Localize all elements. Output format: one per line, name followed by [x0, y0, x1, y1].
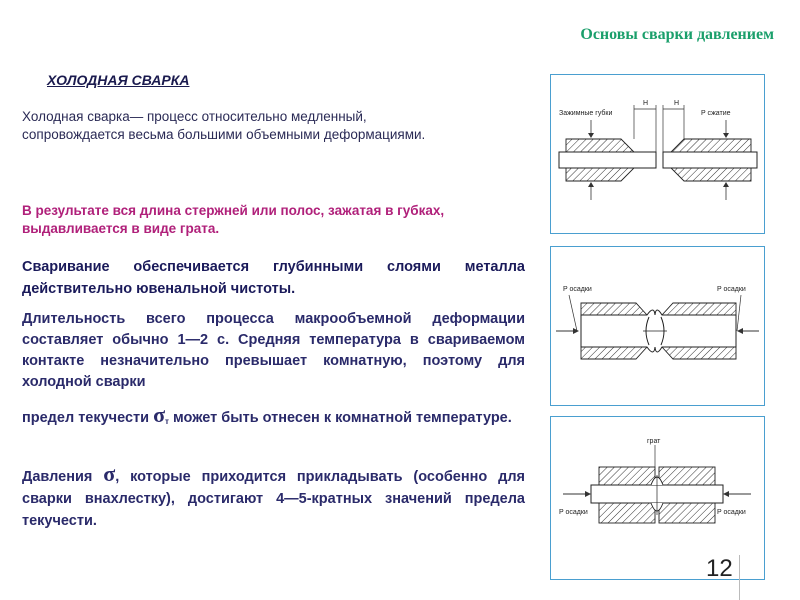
footer-divider	[739, 555, 740, 600]
label-p-upsetting-left: P осадки	[563, 286, 592, 293]
label-flash: грат	[647, 438, 661, 445]
section-title: ХОЛОДНАЯ СВАРКА	[47, 72, 190, 88]
page-number: 12	[706, 555, 733, 582]
diagram-flash-svg: грат P осадки P осадки	[559, 438, 751, 524]
paragraph-flash-result: В результате вся длина стержней или поло…	[22, 203, 445, 236]
sigma-symbol: σ	[103, 461, 116, 486]
paragraph-juvenile-metal: Сваривание обеспечивается глубинными сло…	[22, 259, 525, 297]
diagram-upsetting: P осадки P осадки	[550, 246, 765, 406]
diagram-clamping-jaws: Зажимные губки H H P сжатие	[550, 74, 765, 234]
paragraph-duration: Длительность всего процесса макрообъемно…	[22, 311, 525, 390]
sigma-subscript: т	[165, 417, 169, 426]
text-segment: , которые приходится прикладывать (особе…	[22, 469, 525, 529]
label-p-upsetting-left: P осадки	[559, 509, 588, 516]
text-segment: может быть отнесен к комнатной температу…	[168, 410, 512, 426]
paragraph-process-description: Холодная сварка— процесс относительно ме…	[22, 109, 426, 142]
diagram-clamping-jaws-svg: Зажимные губки H H P сжатие	[558, 100, 758, 200]
label-p-upsetting-right: P осадки	[717, 286, 746, 293]
text-segment: Давления	[22, 469, 104, 485]
diagram-upsetting-svg: P осадки P осадки	[556, 286, 759, 360]
label-h-right: H	[674, 100, 679, 107]
text-segment: предел текучести	[22, 410, 154, 426]
sigma-symbol: σ	[153, 402, 166, 427]
label-clamping-jaws: Зажимные губки	[559, 109, 612, 117]
slide-header-title: Основы сварки давлением	[580, 26, 774, 43]
diagram-flash: грат P осадки P осадки	[550, 416, 765, 580]
paragraph-yield-strength: предел текучести σт может быть отнесен к…	[22, 404, 525, 433]
label-p-compression: P сжатие	[701, 110, 731, 117]
paragraph-pressure: Давления σ, которые приходится прикладыв…	[22, 463, 525, 532]
label-h-left: H	[643, 100, 648, 107]
label-p-upsetting-right: P осадки	[717, 509, 746, 516]
